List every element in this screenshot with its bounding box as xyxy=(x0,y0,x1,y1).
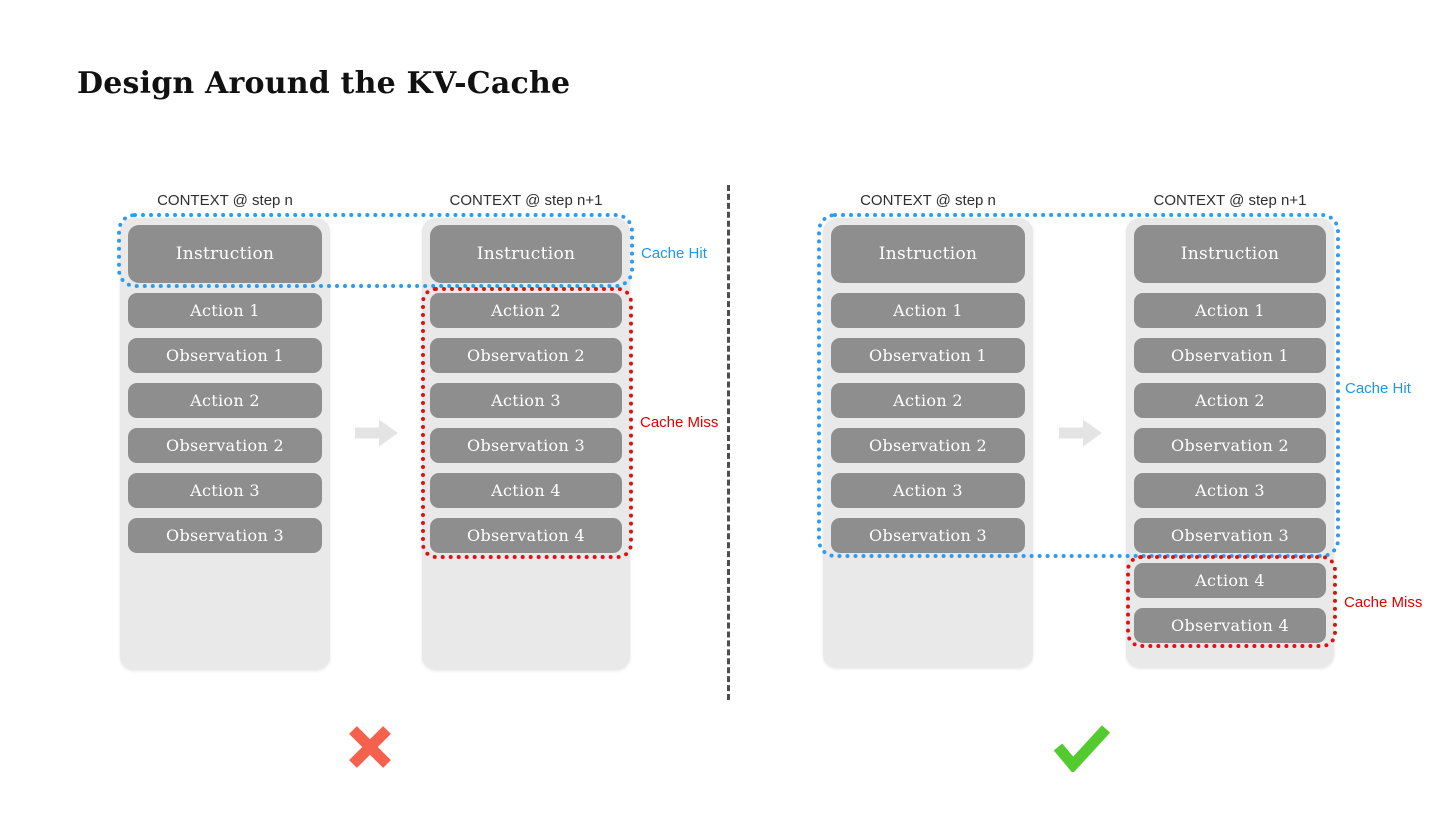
context-block: Action 4 xyxy=(430,473,622,508)
right-step-n-header: CONTEXT @ step n xyxy=(860,192,996,209)
cache-miss-label: Cache Miss xyxy=(1344,594,1423,611)
instruction-block: Instruction xyxy=(430,225,622,283)
context-block: Observation 2 xyxy=(831,428,1025,463)
context-block: Action 1 xyxy=(1134,293,1326,328)
instruction-block: Instruction xyxy=(1134,225,1326,283)
context-block: Action 3 xyxy=(1134,473,1326,508)
context-block: Observation 3 xyxy=(128,518,322,553)
context-block: Action 1 xyxy=(128,293,322,328)
instruction-block: Instruction xyxy=(831,225,1025,283)
left-step-n1-header: CONTEXT @ step n+1 xyxy=(449,192,603,209)
right-step-n1-header: CONTEXT @ step n+1 xyxy=(1153,192,1307,209)
context-block: Action 3 xyxy=(128,473,322,508)
context-block: Action 2 xyxy=(831,383,1025,418)
context-block: Action 3 xyxy=(831,473,1025,508)
context-block: Observation 1 xyxy=(128,338,322,373)
cache-hit-label: Cache Hit xyxy=(1345,380,1411,397)
left-context-column-step-n: Instruction Action 1 Observation 1 Actio… xyxy=(120,218,330,670)
context-block: Action 2 xyxy=(1134,383,1326,418)
x-mark-icon xyxy=(349,726,391,768)
context-block: Action 1 xyxy=(831,293,1025,328)
context-block: Observation 3 xyxy=(831,518,1025,553)
context-block: Action 3 xyxy=(430,383,622,418)
page-title: Design Around the KV-Cache xyxy=(77,66,571,101)
context-block: Observation 1 xyxy=(831,338,1025,373)
cache-miss-label: Cache Miss xyxy=(640,414,719,431)
context-block: Observation 2 xyxy=(1134,428,1326,463)
arrow-right-icon xyxy=(355,419,398,447)
right-context-column-step-n1: Instruction Action 1 Observation 1 Actio… xyxy=(1126,218,1334,668)
context-block: Action 4 xyxy=(1134,563,1326,598)
left-context-column-step-n1: Instruction Action 2 Observation 2 Actio… xyxy=(422,218,630,670)
arrow-right-icon xyxy=(1059,419,1102,447)
context-block: Action 2 xyxy=(128,383,322,418)
context-block: Observation 3 xyxy=(1134,518,1326,553)
context-block: Observation 1 xyxy=(1134,338,1326,373)
right-context-column-step-n: Instruction Action 1 Observation 1 Actio… xyxy=(823,218,1033,668)
check-mark-icon xyxy=(1053,725,1111,772)
context-block: Observation 4 xyxy=(1134,608,1326,643)
instruction-block: Instruction xyxy=(128,225,322,283)
context-block: Observation 2 xyxy=(430,338,622,373)
left-step-n-header: CONTEXT @ step n xyxy=(157,192,293,209)
context-block: Observation 2 xyxy=(128,428,322,463)
context-block: Observation 4 xyxy=(430,518,622,553)
context-block: Action 2 xyxy=(430,293,622,328)
section-divider xyxy=(727,185,730,700)
cache-hit-label: Cache Hit xyxy=(641,245,707,262)
context-block: Observation 3 xyxy=(430,428,622,463)
